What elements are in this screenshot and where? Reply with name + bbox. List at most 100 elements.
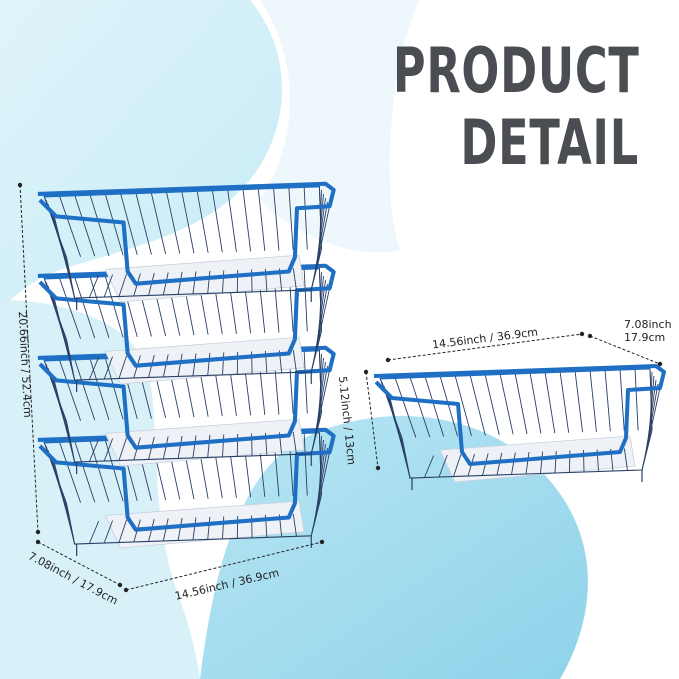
arrow-dot [375, 465, 381, 471]
wire [53, 216, 76, 299]
wire [118, 519, 127, 543]
wire [53, 380, 76, 463]
wire [88, 520, 100, 544]
single-depth-line-1: 7.08inch [624, 318, 672, 331]
wire [103, 356, 114, 380]
wire-basket [37, 181, 336, 311]
wire [192, 435, 197, 458]
floor-frame [65, 494, 322, 545]
wire [511, 452, 516, 475]
wire [273, 187, 280, 251]
wire [58, 195, 82, 257]
wire [484, 374, 500, 435]
wire [74, 440, 96, 503]
wire [469, 374, 486, 436]
arrow-dot [35, 529, 41, 535]
stack-depth-line [37, 541, 121, 586]
wire [623, 448, 628, 471]
wire [499, 373, 514, 435]
back-rim [379, 366, 651, 380]
title-line-1: PRODUCT [392, 34, 639, 107]
floor-frame [65, 248, 322, 299]
blue-rim [37, 181, 336, 286]
wire [303, 186, 308, 250]
floor-frame [401, 429, 653, 479]
wire [207, 434, 211, 458]
blue-rim [37, 427, 336, 532]
wire [589, 370, 597, 432]
right-white-area [389, 0, 679, 679]
wire [181, 190, 195, 254]
wire [89, 358, 110, 420]
wire [162, 354, 169, 378]
wire [177, 435, 183, 459]
wire [192, 353, 197, 376]
wire [604, 369, 611, 432]
wire [192, 271, 197, 294]
wire [454, 375, 472, 436]
arrow-dot [657, 361, 663, 367]
wire [89, 276, 110, 338]
wire [118, 437, 127, 461]
wire [525, 451, 530, 475]
wire [74, 194, 96, 257]
wire [162, 518, 169, 542]
wire [529, 372, 542, 434]
wire [162, 272, 169, 296]
wire [439, 375, 458, 437]
wire [424, 376, 445, 437]
wire [103, 520, 114, 544]
wire [540, 451, 544, 474]
wire [303, 350, 308, 414]
arrow-dot [363, 369, 369, 375]
single-depth-line-2: 17.9cm [624, 331, 666, 344]
top-middle-blob [260, 0, 420, 253]
stack-width-line [125, 541, 323, 591]
wire [222, 516, 225, 539]
wire [514, 372, 528, 435]
back-rim [43, 184, 320, 198]
wire [74, 276, 96, 339]
wire [303, 268, 308, 332]
wire [394, 377, 417, 438]
arrow-dot [319, 539, 325, 545]
wire [242, 188, 252, 252]
wire [74, 358, 96, 421]
wire [257, 188, 266, 251]
wire [222, 352, 225, 375]
wire [104, 193, 124, 256]
wire [227, 189, 237, 252]
wire [165, 191, 181, 254]
wire [389, 397, 411, 479]
top-left-blob [0, 0, 283, 310]
floor-frame [65, 412, 322, 463]
wire [103, 274, 114, 298]
wire [88, 274, 100, 298]
floor-frame [65, 330, 322, 381]
wire-basket [37, 427, 336, 557]
wire [88, 438, 100, 462]
wire [177, 517, 183, 541]
arrow-dot [385, 357, 391, 363]
wire [53, 298, 76, 381]
arrow-dot [117, 582, 123, 588]
title-line-2: DETAIL [460, 106, 639, 179]
single-height-line [365, 371, 379, 469]
wire [118, 355, 127, 379]
wire [222, 434, 225, 457]
wire [58, 441, 82, 503]
wire [58, 277, 82, 339]
wire [177, 271, 183, 295]
wire [89, 194, 110, 256]
arrow-dot [123, 587, 129, 593]
wire [196, 190, 209, 253]
wire [58, 359, 82, 421]
left-blob [0, 300, 200, 679]
wire [53, 462, 76, 545]
wire [453, 454, 462, 477]
blue-rim [37, 345, 336, 450]
